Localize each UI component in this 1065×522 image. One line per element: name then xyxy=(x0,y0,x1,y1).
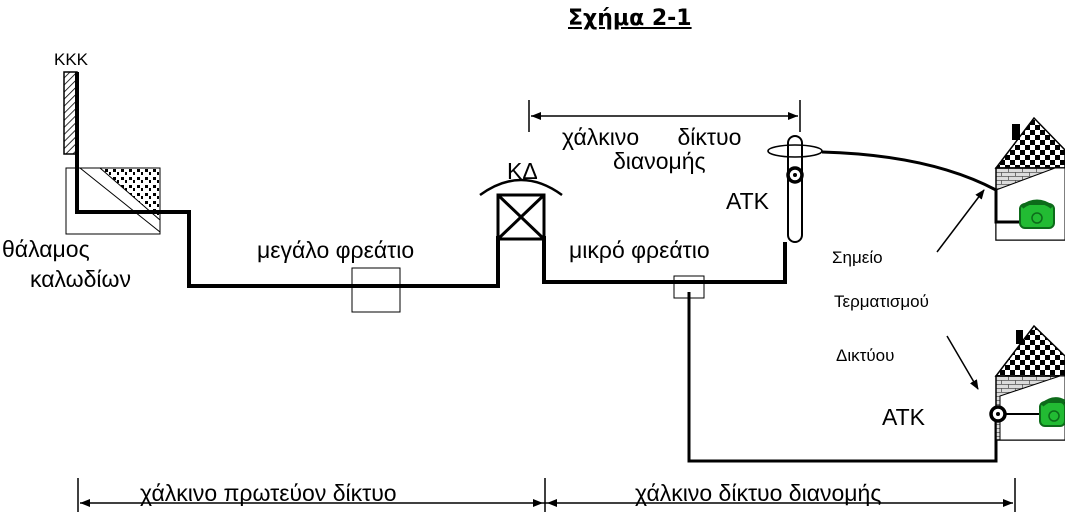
label-chamber-line2: καλωδίων xyxy=(30,266,131,292)
label-atk-upper: ΑΤΚ xyxy=(726,188,770,214)
bottom-dimension xyxy=(77,478,1016,512)
pole-icon xyxy=(767,135,823,243)
distribution-cable xyxy=(542,236,787,284)
label-top-dimension-line2: διανομής xyxy=(613,148,706,174)
label-top-dimension-line1: χάλκινο δίκτυο xyxy=(562,124,742,150)
large-manhole xyxy=(351,267,401,313)
label-chamber-line1: θάλαμος xyxy=(2,236,90,262)
label-distribution-network: χάλκινο δίκτυο διανομής xyxy=(635,480,882,506)
label-large-manhole: μεγάλο φρεάτιο xyxy=(257,237,415,263)
label-primary-network: χάλκινο πρωτεύον δίκτυο xyxy=(140,480,397,506)
label-kkk: ΚΚΚ xyxy=(54,50,89,69)
distribution-box-icon xyxy=(479,178,563,241)
telephone-icon xyxy=(1039,397,1065,427)
branch-cable xyxy=(687,292,998,463)
aerial-drop xyxy=(821,150,997,192)
termination-arrow-lower xyxy=(946,335,979,390)
termination-arrow-upper xyxy=(936,189,985,253)
label-atk-lower: ΑΤΚ xyxy=(882,404,926,430)
telephone-icon xyxy=(1019,199,1055,229)
label-small-manhole: μικρό φρεάτιο xyxy=(569,237,710,263)
figure-title: Σχήμα 2-1 xyxy=(568,6,692,31)
label-termination-line1: Σημείο xyxy=(832,248,883,267)
primary-cable xyxy=(75,72,500,288)
cable-chamber xyxy=(65,167,161,235)
label-distribution-box: ΚΔ xyxy=(507,158,538,184)
top-dimension xyxy=(528,100,801,132)
label-termination-line2: Τερματισμού xyxy=(834,292,929,311)
label-termination-line3: Δικτύου xyxy=(836,346,895,365)
